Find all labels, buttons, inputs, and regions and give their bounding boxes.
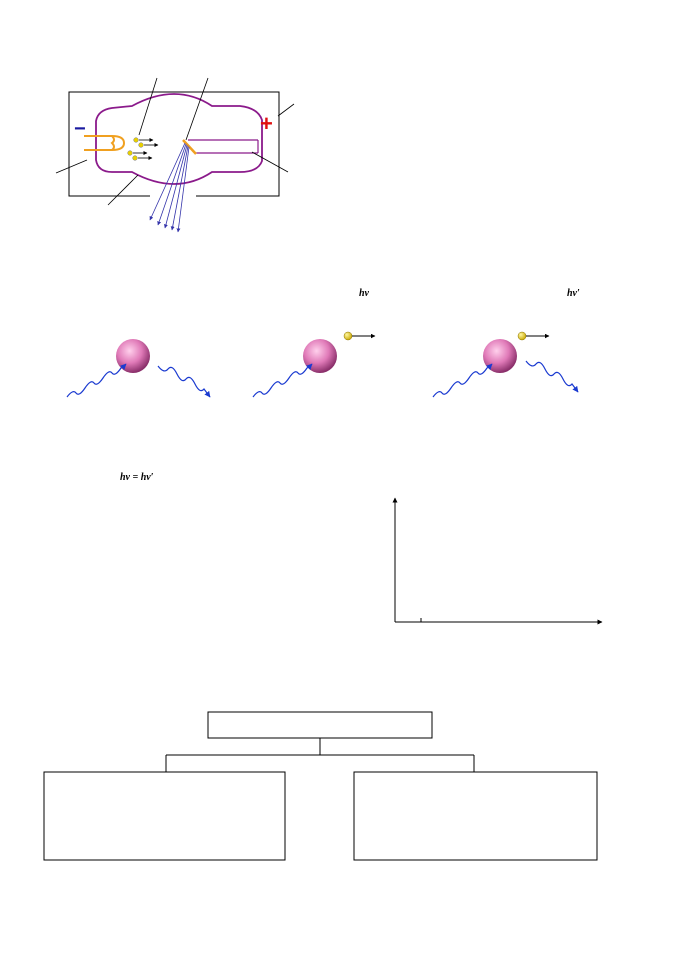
incident-wave — [66, 363, 127, 398]
incident-photon-label: hν — [359, 288, 370, 299]
incident-wave — [252, 363, 313, 398]
empty-axes — [392, 497, 603, 625]
flowchart-top-box — [207, 711, 433, 739]
ejected-electron — [343, 331, 353, 341]
scattered-wave — [157, 365, 211, 398]
cathode-filament — [84, 135, 126, 151]
xray-tube-diagram: − + — [55, 77, 295, 233]
anode-target — [182, 139, 197, 155]
scatter-panel-2 — [252, 331, 376, 398]
scattered-wave — [525, 360, 579, 393]
cathode-minus-sign: − — [74, 118, 86, 140]
glass-envelope — [95, 93, 263, 185]
ejected-electron — [517, 331, 527, 341]
scatter-panel-1 — [66, 339, 211, 398]
incident-wave — [432, 363, 493, 398]
energy-equation: hν = hν′ — [120, 472, 154, 483]
scattered-photon-label: hν′ — [567, 288, 580, 299]
scatter-panel-3 — [432, 331, 579, 398]
leader-lines — [55, 77, 295, 206]
xray-beam — [149, 142, 190, 233]
electron-beam — [127, 137, 159, 161]
anode-plus-sign: + — [260, 111, 273, 136]
scattering-diagrams: hν hν′ hν = hν′ — [66, 288, 580, 483]
flowchart — [43, 711, 598, 861]
flowchart-right-box — [353, 771, 598, 861]
flowchart-left-box — [43, 771, 286, 861]
